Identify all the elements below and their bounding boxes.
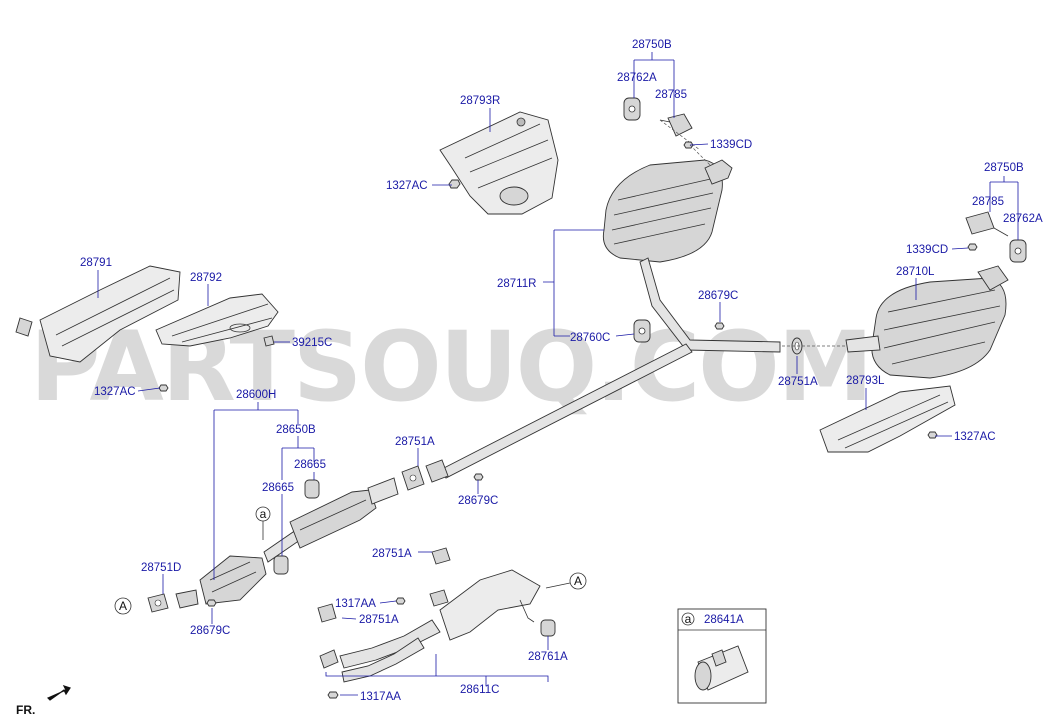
- hanger-28665-b[interactable]: [273, 555, 289, 575]
- callout-39215c[interactable]: 39215C: [292, 337, 332, 349]
- svg-text:a: a: [260, 507, 267, 521]
- callout-28760c[interactable]: 28760C: [570, 332, 610, 344]
- callout-28665-b[interactable]: 28665: [262, 482, 294, 494]
- callout-28650b[interactable]: 28650B: [276, 424, 316, 436]
- resonator-pipe-28711r[interactable]: [439, 257, 781, 479]
- hanger-28761a[interactable]: [540, 619, 556, 637]
- gasket-28751a-center[interactable]: [401, 465, 425, 491]
- watermark: PARTSOUQ.COM: [30, 311, 871, 423]
- callout-28751a-center[interactable]: 28751A: [395, 436, 435, 448]
- hanger-28760c[interactable]: [633, 319, 651, 343]
- hanger-rubber-28762a-right[interactable]: [1009, 239, 1027, 263]
- callout-28792[interactable]: 28792: [190, 272, 222, 284]
- callout-28791[interactable]: 28791: [80, 257, 112, 269]
- callout-1317aa-top[interactable]: 1317AA: [335, 598, 376, 610]
- callout-28793l[interactable]: 28793L: [846, 375, 885, 387]
- clip-39215c[interactable]: [263, 335, 275, 347]
- ref-marker-A-left: A: [114, 597, 132, 615]
- nut-1339cd-top[interactable]: [683, 141, 694, 149]
- callout-1317aa-bottom[interactable]: 1317AA: [360, 691, 401, 703]
- callout-28600h[interactable]: 28600H: [236, 389, 276, 401]
- hanger-bracket-28785-right[interactable]: [965, 211, 1009, 237]
- callout-28751d[interactable]: 28751D: [141, 562, 181, 574]
- svg-text:A: A: [574, 574, 582, 588]
- gasket-28751d[interactable]: [147, 593, 169, 613]
- callout-28785-right[interactable]: 28785: [972, 196, 1004, 208]
- callout-28751a-low[interactable]: 28751A: [359, 614, 399, 626]
- front-direction-indicator: FR.: [16, 684, 71, 717]
- rear-muffler-28710l[interactable]: [845, 265, 1009, 379]
- nut-1317aa-bottom[interactable]: [327, 691, 339, 699]
- hanger-rubber-28762a-top[interactable]: [623, 97, 641, 121]
- nut-1339cd-right[interactable]: [967, 243, 978, 251]
- heat-shield-28793l[interactable]: [819, 385, 956, 453]
- callout-28750b-top[interactable]: 28750B: [632, 39, 672, 51]
- hanger-bracket-28785-top[interactable]: [659, 113, 693, 137]
- callout-28761a[interactable]: 28761A: [528, 651, 568, 663]
- callout-1339cd-top[interactable]: 1339CD: [710, 139, 752, 151]
- svg-text:A: A: [119, 599, 127, 613]
- callout-1327ac-right[interactable]: 1327AC: [954, 431, 996, 443]
- gasket-28751a-low[interactable]: [317, 603, 337, 623]
- callout-28793r[interactable]: 28793R: [460, 95, 500, 107]
- callout-28665-a[interactable]: 28665: [294, 459, 326, 471]
- bolt-28679c-upper[interactable]: [714, 322, 725, 330]
- y-pipe-28611c[interactable]: [319, 569, 541, 683]
- callout-28679c-center[interactable]: 28679C: [458, 495, 498, 507]
- callout-28762a-right[interactable]: 28762A: [1003, 213, 1043, 225]
- heat-shield-28792[interactable]: [155, 293, 279, 347]
- callout-1327ac-left[interactable]: 1327AC: [94, 386, 136, 398]
- callout-1339cd-right[interactable]: 1339CD: [906, 244, 948, 256]
- front-arrow-icon: [46, 684, 71, 701]
- bolt-1327ac-top[interactable]: [448, 179, 461, 189]
- callout-28785-top[interactable]: 28785: [655, 89, 687, 101]
- flange-front-pipe[interactable]: [425, 459, 449, 483]
- callout-28679c-upper[interactable]: 28679C: [698, 290, 738, 302]
- callout-28710l[interactable]: 28710L: [896, 266, 935, 278]
- inset-tag-label: a: [685, 612, 692, 626]
- catalytic-converter-28600h[interactable]: [199, 477, 399, 605]
- bolt-28679c-lower[interactable]: [206, 599, 217, 607]
- heat-shield-28793r[interactable]: [439, 111, 559, 215]
- inset-part-number[interactable]: 28641A: [704, 614, 744, 626]
- bolt-1327ac-right[interactable]: [927, 431, 938, 439]
- callout-28751a-mid[interactable]: 28751A: [778, 376, 818, 388]
- callout-labels: 28750B 28762A 28785 1339CD 28793R 1327AC…: [80, 39, 1043, 703]
- hanger-28665-a[interactable]: [304, 479, 320, 499]
- heat-shield-28791[interactable]: [15, 265, 181, 363]
- callout-28762a-top[interactable]: 28762A: [617, 72, 657, 84]
- callout-28611c[interactable]: 28611C: [460, 684, 499, 696]
- flange-28751a-between[interactable]: [429, 589, 449, 607]
- ref-marker-A-right: A: [545, 572, 587, 590]
- callout-1327ac-top[interactable]: 1327AC: [386, 180, 428, 192]
- gasket-28751a-lowtop[interactable]: [431, 547, 451, 565]
- inset-tag-circle: [681, 612, 695, 626]
- direction-label: FR.: [16, 703, 35, 717]
- callout-28711r[interactable]: 28711R: [497, 278, 536, 290]
- nut-1317aa-top[interactable]: [395, 597, 406, 605]
- callout-28751a-lowtop[interactable]: 28751A: [372, 548, 412, 560]
- callout-28679c-lower[interactable]: 28679C: [190, 625, 230, 637]
- callout-28750b-right[interactable]: 28750B: [984, 162, 1024, 174]
- bolt-1327ac-left[interactable]: [158, 384, 169, 392]
- bolt-28679c-center[interactable]: [473, 473, 484, 481]
- clamp-28641a[interactable]: [694, 645, 749, 691]
- ref-marker-a-pipe: a: [255, 506, 271, 540]
- flange-cat-inlet[interactable]: [175, 589, 199, 609]
- leader-lines: [97, 52, 1019, 696]
